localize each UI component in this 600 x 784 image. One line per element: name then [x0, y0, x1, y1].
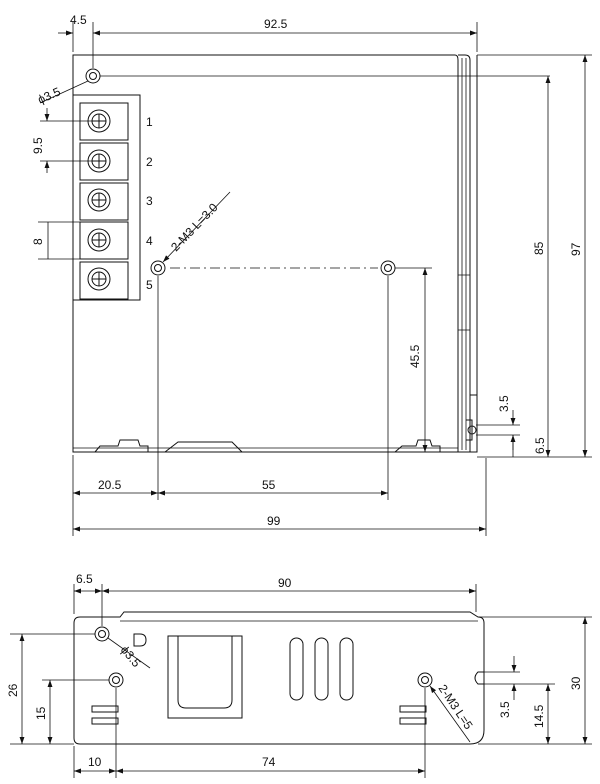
terminal-label-1: 1	[146, 115, 153, 129]
dim-side-left-heights: 26 15	[6, 633, 109, 745]
dim-phi-3-5-side: ϕ3.5	[118, 643, 144, 670]
dim-side-widths: 6.5 90	[73, 572, 477, 626]
dim-side-bottom: 10 74	[73, 688, 426, 778]
top-view: 1 2 3 4 5 4.5 92.5 ϕ3.5	[31, 13, 592, 536]
terminal-label-2: 2	[146, 155, 153, 169]
side-outline	[73, 611, 485, 745]
chassis-outline	[72, 54, 478, 453]
dim-90: 90	[278, 576, 292, 590]
dim-15: 15	[34, 706, 48, 720]
dim-side-right: 3.5 14.5 30	[478, 616, 592, 745]
mounting-holes	[85, 68, 396, 276]
terminal-screw-4	[87, 228, 111, 252]
dim-20-5: 20.5	[98, 478, 122, 492]
dim-30: 30	[569, 676, 583, 690]
terminal-label-3: 3	[146, 194, 153, 208]
dim-55: 55	[262, 478, 276, 492]
dim-phi-3-5: ϕ3.5	[36, 84, 63, 106]
dim-74: 74	[262, 755, 276, 769]
dim-45-5-label: 45.5	[408, 344, 422, 368]
dim-99: 99	[267, 514, 281, 528]
dim-screw-note-top: 2-M3 L=3.0	[162, 191, 231, 263]
dim-hole-dia: ϕ3.5	[36, 75, 550, 107]
dim-26: 26	[6, 683, 20, 697]
dim-slot-top: 3.5 6.5	[476, 395, 547, 457]
dim-97: 97	[569, 242, 583, 256]
dim-92-5: 92.5	[264, 17, 288, 31]
dim-14-5: 14.5	[532, 704, 546, 728]
terminal-label-5: 5	[146, 278, 153, 292]
dim-terminal-pitch: 9.5	[31, 108, 92, 173]
dim-terminal-width: 8	[31, 221, 80, 260]
dim-side-hole-dia: ϕ3.5	[107, 637, 151, 670]
screw-note-top: 2-M3 L=3.0	[168, 200, 221, 254]
dim-3-5-side: 3.5	[498, 701, 512, 718]
screw-note-side: 2-M3 L=5	[436, 682, 476, 732]
terminal-label-4: 4	[146, 234, 153, 248]
dim-top-widths: 4.5 92.5	[58, 13, 478, 68]
terminal-screw-5	[87, 267, 111, 291]
dim-8: 8	[31, 238, 45, 245]
side-view: 6.5 90 ϕ3.5 26 15 2-M3 L=5	[6, 572, 592, 778]
dim-3-5-top: 3.5	[497, 395, 511, 412]
dim-bottom-widths: 20.5 55 99	[72, 276, 487, 536]
dim-right-heights: 85 97	[477, 54, 592, 458]
dim-45-5: 45.5	[395, 267, 432, 452]
dim-screw-note-side: 2-M3 L=5	[429, 682, 476, 743]
dim-4-5: 4.5	[70, 13, 87, 27]
terminal-screw-3	[87, 188, 111, 212]
dim-6-5-side: 6.5	[76, 572, 93, 586]
dim-10: 10	[88, 755, 102, 769]
dim-85: 85	[532, 241, 546, 255]
dim-9-5: 9.5	[31, 137, 45, 154]
terminal-block: 1 2 3 4 5	[73, 94, 153, 301]
dim-6-5-top: 6.5	[533, 437, 547, 454]
